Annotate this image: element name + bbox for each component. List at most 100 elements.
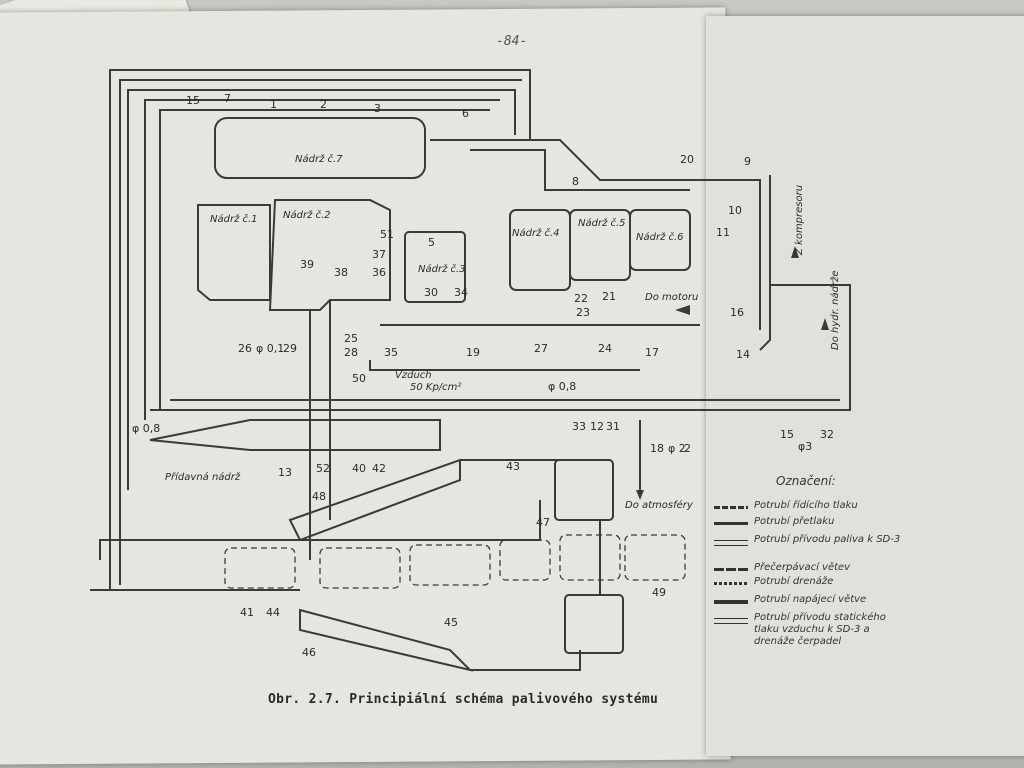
legend-item: Potrubí drenáže — [714, 576, 904, 588]
legend-swatch — [714, 582, 748, 585]
tank-6-outline — [629, 209, 691, 271]
part-number: 14 — [736, 348, 750, 361]
part-number: 6 — [462, 107, 469, 120]
right-page — [706, 16, 1024, 756]
part-number: 19 — [466, 346, 480, 359]
legend-text: Potrubí přívodu paliva k SD-3 — [754, 534, 901, 545]
legend-title: Označení: — [776, 474, 836, 488]
part-number: 25 — [344, 332, 358, 345]
pipe-outer-7 — [159, 109, 490, 410]
legend-item: Potrubí přetlaku — [714, 516, 904, 528]
part-number: 39 — [300, 258, 314, 271]
part-number: 28 — [344, 346, 358, 359]
tank-4-label: Nádrž č.4 — [512, 227, 560, 239]
legend-text: Potrubí přetlaku — [754, 516, 835, 527]
part-number: 21 — [602, 290, 616, 303]
part-number: 13 — [278, 466, 292, 479]
diameter-label: φ 0,1 — [256, 342, 284, 355]
arrow-to-hydraulics — [821, 318, 829, 330]
pipe-outer-4 — [99, 500, 541, 560]
air-label: Vzduch — [395, 370, 432, 381]
tank-1-label: Nádrž č.1 — [210, 213, 258, 225]
legend-text: Potrubí přívodu statického tlaku vzduchu… — [754, 612, 886, 647]
pipe-right-loop — [150, 284, 851, 411]
legend-text: Přečerpávací větev — [754, 562, 851, 573]
tank-1-outline — [197, 204, 271, 301]
arrow-to-atmosphere — [636, 490, 644, 500]
to-motor-label: Do motoru — [645, 292, 698, 303]
page-number: -84- — [496, 34, 528, 49]
part-number: 34 — [454, 286, 468, 299]
part-number: 26 — [238, 342, 252, 355]
pipe-feed-right — [470, 149, 690, 191]
part-number: 16 — [730, 306, 744, 319]
part-number: 32 — [820, 428, 834, 441]
part-number: 43 — [506, 460, 520, 473]
part-number: 48 — [312, 490, 326, 503]
part-number: 23 — [576, 306, 590, 319]
part-number: 35 — [384, 346, 398, 359]
arrow-from-compressor — [791, 246, 799, 258]
part-number: 45 — [444, 616, 458, 629]
part-number: 10 — [728, 204, 742, 217]
part-number: 37 — [372, 248, 386, 261]
part-number: 15 — [780, 428, 794, 441]
to-hydraulics-label: Do hydr. nádrže — [829, 271, 841, 350]
legend-item: Přečerpávací větev — [714, 562, 904, 574]
pipe-air — [369, 360, 640, 371]
legend-item: Potrubí přívodu statického tlaku vzduchu… — [714, 612, 904, 648]
legend-text: Potrubí napájecí větve — [754, 594, 867, 605]
part-number: 2 — [320, 98, 327, 111]
tank-5-label: Nádrž č.5 — [578, 217, 626, 229]
part-number: 7 — [224, 92, 231, 105]
part-number: 2 — [684, 442, 691, 455]
part-number: 12 — [590, 420, 604, 433]
tank-3-outline — [404, 231, 466, 303]
air-pressure-label: 50 Kp/cm² — [410, 382, 461, 393]
part-number: 9 — [744, 155, 751, 168]
part-number: 1 — [270, 98, 277, 111]
part-number: 44 — [266, 606, 280, 619]
part-number: 22 — [574, 292, 588, 305]
legend-swatch — [714, 568, 748, 571]
part-number: 18 — [650, 442, 664, 455]
part-number: 36 — [372, 266, 386, 279]
part-number: 50 — [352, 372, 366, 385]
legend-swatch — [714, 506, 748, 509]
part-number: 40 — [352, 462, 366, 475]
legend-item: Potrubí přívodu paliva k SD-3 — [714, 534, 904, 546]
diameter-label: φ3 — [798, 440, 812, 453]
part-number: 8 — [572, 175, 579, 188]
tank-48-lower — [564, 594, 624, 654]
tank-4-outline — [509, 209, 571, 291]
legend-swatch — [714, 522, 748, 525]
diameter-label: φ 2 — [668, 442, 686, 455]
tank-2-label: Nádrž č.2 — [283, 209, 331, 221]
from-compressor-label: Z kompresoru — [794, 185, 805, 256]
tank-6-label: Nádrž č.6 — [636, 231, 684, 243]
part-number: 46 — [302, 646, 316, 659]
pipe-outer-3 — [127, 89, 516, 490]
figure-caption: Obr. 2.7. Principiální schéma palivového… — [268, 692, 659, 707]
part-number: 52 — [316, 462, 330, 475]
legend-swatch — [714, 540, 748, 546]
to-atmosphere-label: Do atmosféry — [625, 499, 694, 511]
part-number: 51 — [380, 228, 394, 241]
part-number: 47 — [536, 516, 550, 529]
legend-swatch — [714, 618, 748, 624]
part-number: 3 — [374, 102, 381, 115]
part-number: 38 — [334, 266, 348, 279]
part-number: 30 — [424, 286, 438, 299]
part-number: 17 — [645, 346, 659, 359]
aux-tank-label: Přídavná nádrž — [165, 471, 241, 483]
pipe-compressor — [759, 175, 771, 351]
part-number: 33 — [572, 420, 586, 433]
part-number: 5 — [428, 236, 435, 249]
legend-item: Potrubí řídícího tlaku — [714, 500, 904, 512]
legend-swatch — [714, 600, 748, 604]
part-number: 49 — [652, 586, 666, 599]
part-number: 15 — [186, 94, 200, 107]
wing-tank-upper — [288, 458, 461, 542]
part-number: 11 — [716, 226, 730, 239]
